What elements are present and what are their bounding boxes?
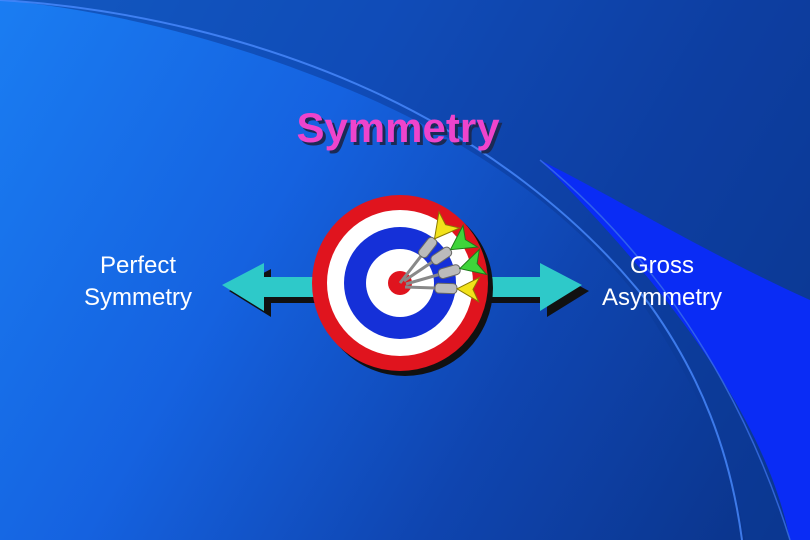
gross-asymmetry-label-line1: Gross (629, 252, 694, 279)
left-arrow-icon (222, 263, 332, 317)
perfect-symmetry-label: Perfect Symmetry (58, 250, 218, 314)
perfect-symmetry-label-line2: Symmetry (84, 284, 192, 311)
dart-icon (398, 210, 488, 303)
gross-asymmetry-label: Gross Asymmetry (582, 250, 742, 314)
right-arrow-icon (479, 263, 589, 317)
perfect-symmetry-label-line1: Perfect (99, 252, 177, 279)
gross-asymmetry-label-line2: Asymmetry (602, 284, 722, 311)
slide-title: Symmetry (296, 104, 500, 151)
